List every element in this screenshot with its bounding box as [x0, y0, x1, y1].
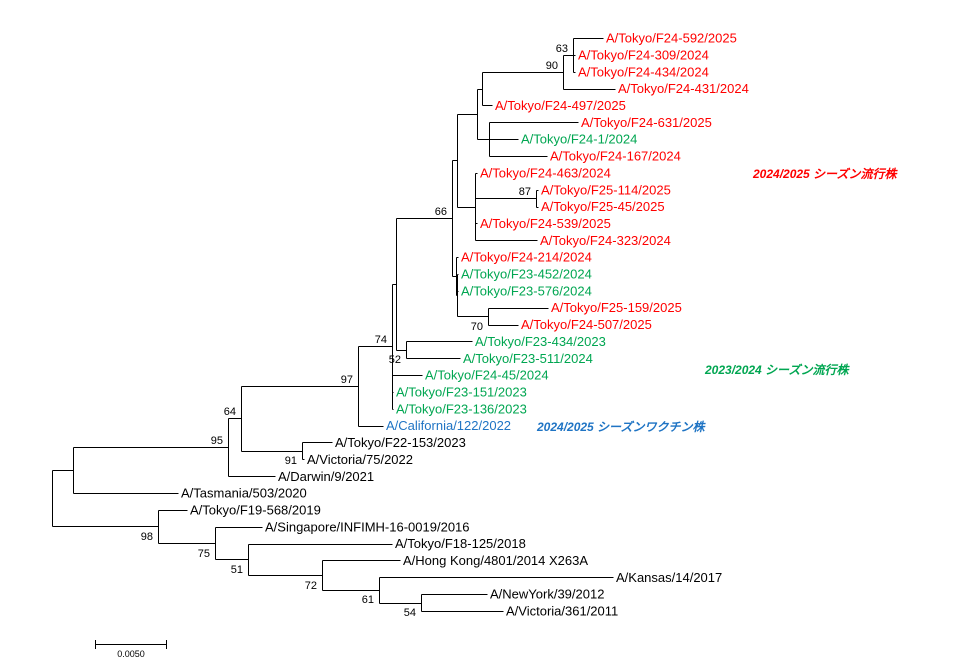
bootstrap-value: 75 [198, 548, 210, 560]
bootstrap-value: 74 [375, 334, 387, 346]
bootstrap-value: 66 [435, 206, 447, 218]
taxon-label: A/Tokyo/F24-463/2024 [480, 165, 611, 180]
taxon-label: A/California/122/2022 [386, 418, 511, 433]
taxon-label: A/Tokyo/F24-631/2025 [581, 115, 712, 130]
annotation-2023-2024-epidemic-strains: 2023/2024 シーズン流行株 [704, 363, 850, 377]
taxon-labels: A/Tokyo/F24-592/2025A/Tokyo/F24-309/2024… [181, 31, 749, 619]
tree-branches [52, 38, 616, 612]
bootstrap-value: 91 [285, 455, 297, 467]
bootstrap-value: 63 [556, 43, 568, 55]
bootstrap-value: 61 [362, 594, 374, 606]
scale-bar-label: 0.0050 [117, 649, 145, 659]
bootstrap-value: 54 [404, 607, 416, 619]
taxon-label: A/NewYork/39/2012 [490, 587, 604, 602]
taxon-label: A/Tokyo/F24-309/2024 [578, 48, 709, 63]
taxon-label: A/Tokyo/F24-431/2024 [618, 81, 749, 96]
taxon-label: A/Tokyo/F24-323/2024 [540, 233, 671, 248]
taxon-label: A/Tokyo/F25-114/2025 [541, 182, 671, 197]
taxon-label: A/Tokyo/F24-434/2024 [578, 64, 709, 79]
annotation-2024-2025-epidemic-strains: 2024/2025 シーズン流行株 [752, 167, 898, 181]
annotation-2024-2025-vaccine-strain: 2024/2025 シーズンワクチン株 [536, 420, 706, 434]
taxon-label: A/Tasmania/503/2020 [181, 486, 307, 501]
bootstrap-values: 95 64 97 74 66 90 63 87 70 52 91 98 75 51 72 61 54 [141, 43, 568, 619]
taxon-label: A/Tokyo/F24-1/2024 [521, 132, 637, 147]
taxon-label: A/Kansas/14/2017 [616, 570, 722, 585]
taxon-label: A/Tokyo/F19-568/2019 [190, 503, 321, 518]
taxon-label: A/Tokyo/F23-151/2023 [396, 385, 527, 400]
taxon-label: A/Tokyo/F24-592/2025 [606, 31, 737, 46]
bootstrap-value: 90 [546, 60, 558, 72]
taxon-label: A/Tokyo/F24-539/2025 [480, 216, 611, 231]
bootstrap-value: 98 [141, 531, 153, 543]
taxon-label: A/Tokyo/F24-45/2024 [425, 368, 549, 383]
taxon-label: A/Tokyo/F22-153/2023 [335, 435, 466, 450]
taxon-label: A/Singapore/INFIMH-16-0019/2016 [265, 519, 470, 534]
bootstrap-value: 95 [211, 435, 223, 447]
bootstrap-value: 51 [231, 564, 243, 576]
taxon-label: A/Darwin/9/2021 [278, 469, 374, 484]
taxon-label: A/Tokyo/F25-159/2025 [551, 300, 682, 315]
scale-bar: 0.0050 [95, 640, 167, 659]
taxon-label: A/Victoria/361/2011 [506, 604, 618, 619]
bootstrap-value: 64 [224, 406, 236, 418]
taxon-label: A/Tokyo/F24-167/2024 [550, 149, 681, 164]
taxon-label: A/Hong Kong/4801/2014 X263A [403, 553, 588, 568]
taxon-label: A/Tokyo/F25-45/2025 [541, 199, 665, 214]
bootstrap-value: 70 [471, 321, 483, 333]
taxon-label: A/Tokyo/F23-511/2024 [463, 351, 593, 366]
bootstrap-value: 72 [305, 580, 317, 592]
taxon-label: A/Tokyo/F18-125/2018 [395, 536, 526, 551]
taxon-label: A/Tokyo/F23-434/2023 [475, 334, 606, 349]
taxon-label: A/Tokyo/F24-214/2024 [461, 250, 592, 265]
bootstrap-value: 97 [341, 374, 353, 386]
taxon-label: A/Tokyo/F23-136/2023 [396, 401, 527, 416]
taxon-label: A/Tokyo/F24-497/2025 [495, 98, 626, 113]
bootstrap-value: 52 [389, 354, 401, 366]
bootstrap-value: 87 [519, 186, 531, 198]
taxon-label: A/Tokyo/F23-576/2024 [461, 283, 592, 298]
taxon-label: A/Tokyo/F24-507/2025 [521, 317, 652, 332]
taxon-label: A/Tokyo/F23-452/2024 [461, 267, 592, 282]
taxon-label: A/Victoria/75/2022 [307, 452, 413, 467]
